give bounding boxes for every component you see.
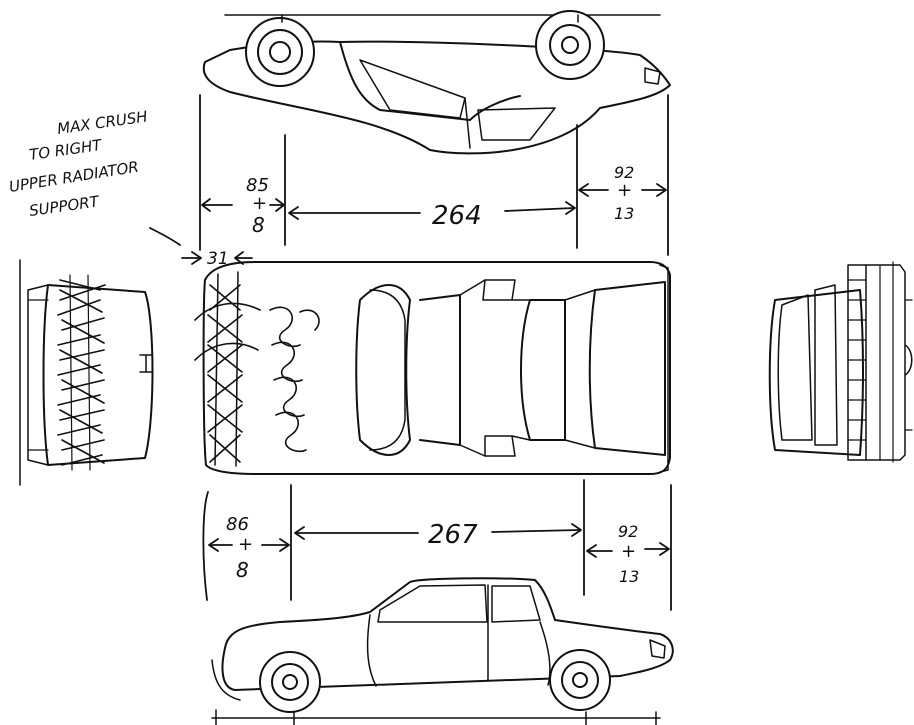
annotation-line-3: UPPER RADIATOR <box>8 158 140 196</box>
car-front-view <box>19 259 154 486</box>
crush-marks-plan <box>194 284 320 463</box>
rear-overhang-bottom-plus: + <box>621 541 636 562</box>
crush-annotation: MAX CRUSH TO RIGHT UPPER RADIATOR SUPPOR… <box>8 107 149 219</box>
front-overhang-bottom-plus: + <box>238 534 253 555</box>
bottom-dimension-labels: 86 + 8 267 92 + 13 <box>226 514 639 586</box>
top-dimension-arrows <box>149 183 667 265</box>
annotation-line-2: TO RIGHT <box>28 136 104 164</box>
wheelbase-bottom-value: 267 <box>428 520 478 550</box>
car-side-view-bottom <box>211 577 674 725</box>
reference-lines-bottom <box>202 479 672 611</box>
wheelbase-top-value: 264 <box>432 201 482 231</box>
rear-overhang-top-extra: 13 <box>614 204 634 223</box>
rear-overhang-top-plus: + <box>617 180 632 201</box>
car-plan-view <box>202 261 671 475</box>
car-side-view-top <box>202 10 671 155</box>
front-overhang-top-value: 85 <box>246 175 269 196</box>
rear-overhang-top-value: 92 <box>614 163 634 182</box>
crush-depth-value: 31 <box>207 249 229 269</box>
rear-overhang-bottom-value: 92 <box>618 522 638 541</box>
front-overhang-bottom-extra: 8 <box>236 558 249 582</box>
front-overhang-bottom-value: 86 <box>226 514 249 535</box>
top-dimension-labels: 85 + 8 264 92 + 13 31 <box>207 163 634 269</box>
bottom-dimension-arrows <box>208 523 670 558</box>
rear-overhang-bottom-extra: 13 <box>619 567 639 586</box>
annotation-line-4: SUPPORT <box>28 192 102 220</box>
front-overhang-top-extra: 8 <box>252 213 265 237</box>
annotation-line-1: MAX CRUSH <box>56 107 149 137</box>
front-overhang-top-plus: + <box>252 193 267 214</box>
car-rear-view <box>768 261 913 463</box>
reference-lines-top <box>199 94 669 256</box>
